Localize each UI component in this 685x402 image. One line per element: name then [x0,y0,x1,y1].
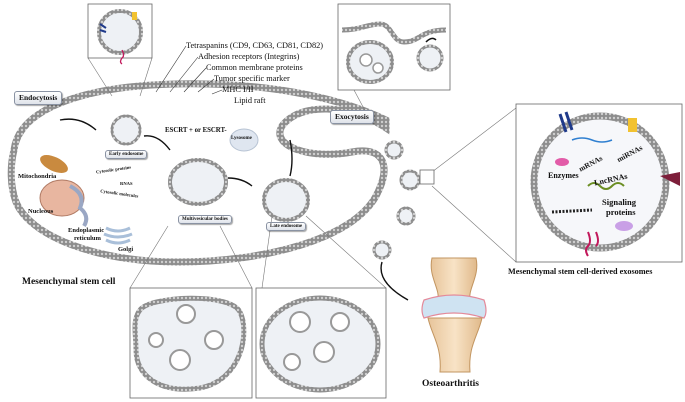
legend-pointers [155,45,223,95]
signaling-label-line1: Signaling [602,197,637,207]
late-endosome-vesicle [262,178,310,222]
legend-tetraspanins: Tetraspanins (CD9, CD63, CD81, CD82) [186,41,323,50]
lysosome-icon [229,128,259,152]
lysosome-label: Lysosome [231,136,252,141]
early-endosome-vesicle [110,114,142,146]
inset-late-endosome-bottom [255,287,387,399]
inset-mvb-bottom-left [129,287,253,399]
golgi-label: Golgi [118,246,134,253]
early-endosome-label: Early endosome [105,150,148,159]
escrt-label: ESCRT + or ESCRT- [165,127,227,134]
signaling-label-line2: proteins [606,207,636,217]
nucleous-label: Nucleous [28,208,54,215]
knee-joint-illustration [421,257,487,373]
legend-mhc: MHC I/II [222,85,254,94]
cell-membrane [7,80,390,266]
er-label-line1: Endoplasmic [68,227,105,234]
inset-exocytosis [337,3,451,91]
mvb-vesicle [168,158,228,206]
exocytosis-label: Exocytosis [330,110,374,124]
late-endosome-label: Late endosome [266,222,307,231]
endocytosis-label: Endocytosis [14,91,63,105]
legend-adhesion-receptors: Adhesion receptors (Integrins) [198,52,300,61]
cell-label: Mesenchymal stem cell [22,277,116,287]
mitochondria-label: Mitochondria [18,173,57,180]
multivesicular-bodies-label: Multivesicular bodies [178,215,232,224]
inset-membrane-top [87,3,153,65]
inset-exosome-detail [515,103,683,263]
released-exosomes [372,140,435,260]
exosome-panel-caption: Mesenchymal stem cell-derived exosomes [508,267,653,276]
legend-membrane-proteins: Common membrane proteins [206,63,303,72]
legend-tumor-marker: Tumor specific marker [214,74,290,83]
pathway-arrows [59,118,409,301]
er-icon [69,184,89,228]
cargo-rnas-label: RNAS [120,181,133,186]
osteoarthritis-label: Osteoarthritis [422,379,479,389]
enzymes-label: Enzymes [548,171,579,180]
mitochondria-icon [40,155,68,173]
legend-lipid-raft: Lipid raft [234,96,266,105]
er-label-line2: reticulum [74,235,101,242]
golgi-icon [103,226,133,245]
